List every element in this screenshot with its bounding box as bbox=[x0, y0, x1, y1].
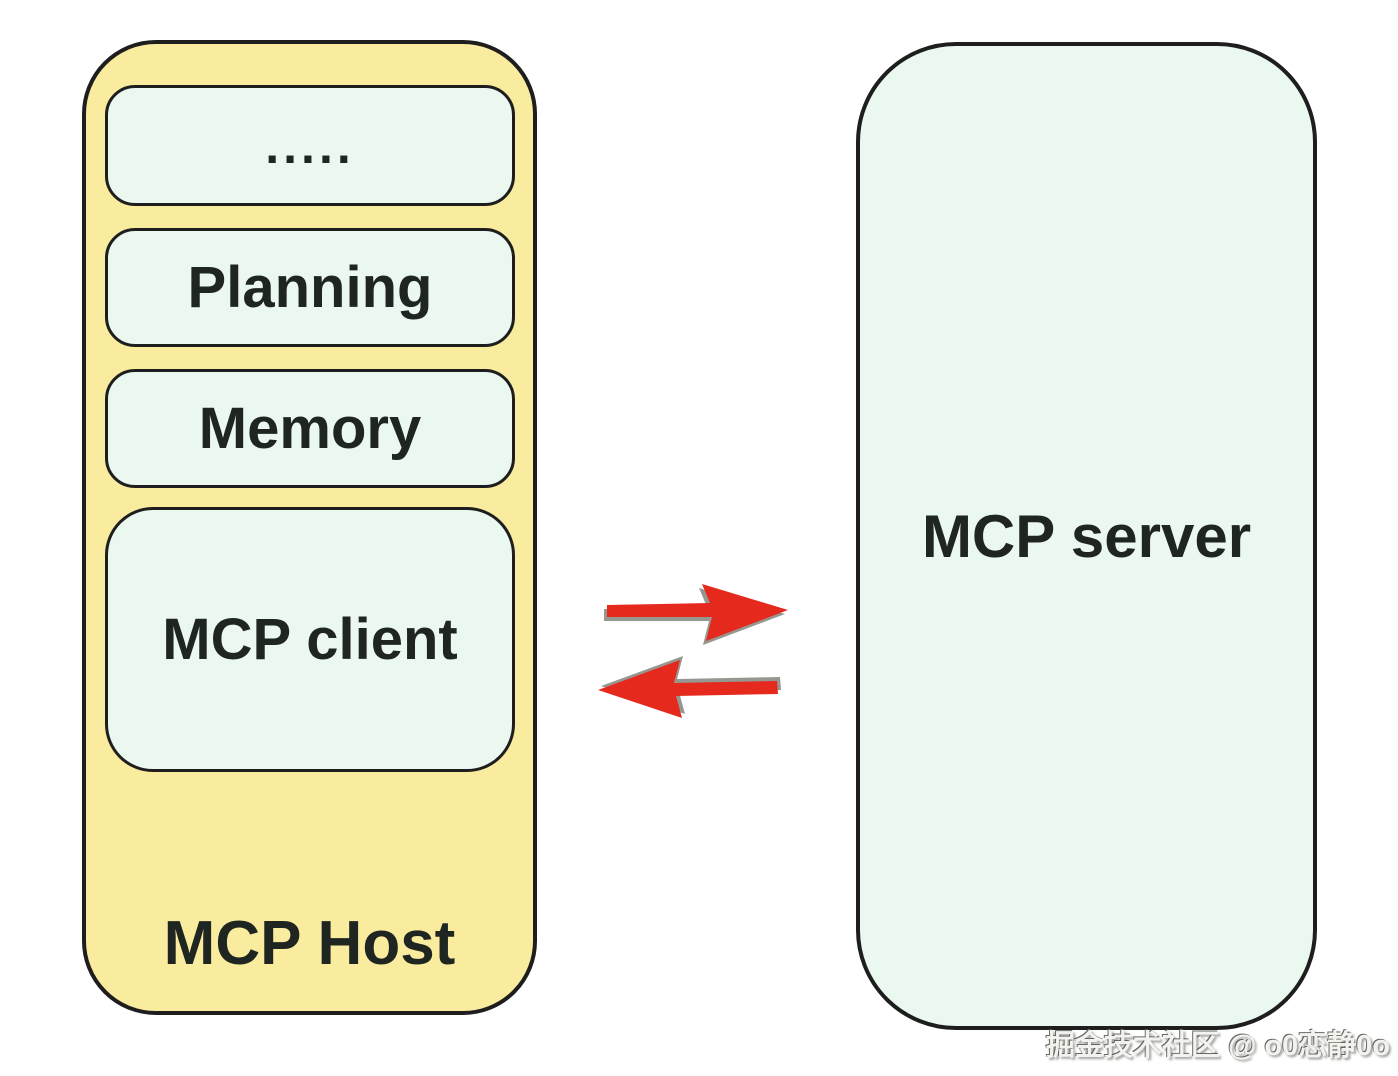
mcp-client-label: MCP client bbox=[162, 607, 458, 672]
mcp-server-label: MCP server bbox=[921, 503, 1252, 570]
host-module-mcp-client: MCP client bbox=[105, 507, 515, 772]
placeholder-dots-label: ..... bbox=[265, 117, 355, 174]
planning-label: Planning bbox=[187, 255, 433, 320]
host-module-placeholder: ..... bbox=[105, 85, 515, 206]
memory-label: Memory bbox=[198, 396, 422, 461]
host-module-planning: Planning bbox=[105, 228, 515, 347]
request-arrow-right-icon bbox=[607, 584, 788, 641]
host-module-memory: Memory bbox=[105, 369, 515, 488]
response-arrow-left-icon bbox=[598, 660, 778, 718]
watermark-text: 掘金技术社区 @ o0恋静0o bbox=[1045, 1030, 1390, 1062]
mcp-server-container bbox=[856, 42, 1317, 1030]
mcp-host-label: MCP Host bbox=[163, 909, 456, 978]
